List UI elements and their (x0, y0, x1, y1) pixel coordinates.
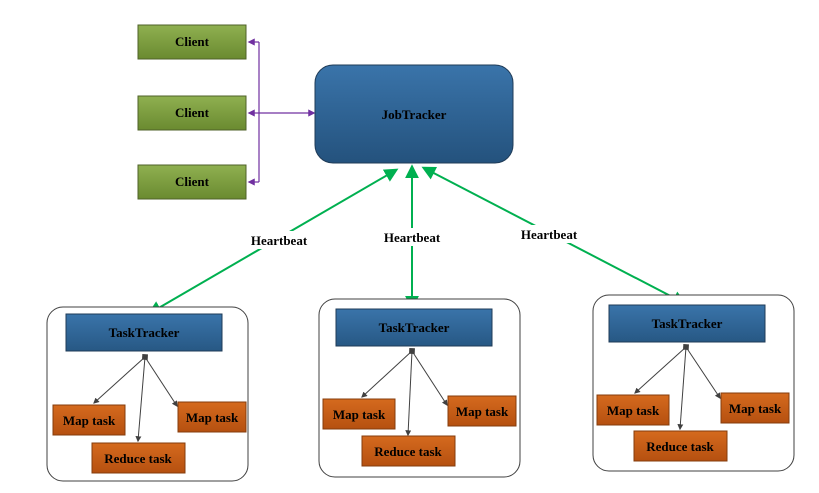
heartbeat-label-right: Heartbeat (521, 227, 578, 242)
jobtracker-box: JobTracker (314, 64, 514, 164)
tasktracker-label: TaskTracker (109, 325, 180, 340)
client-box-2: Client (137, 95, 247, 131)
map-task-box (177, 401, 247, 433)
reduce-task-box (91, 442, 186, 474)
reduce-task-box (361, 435, 456, 467)
map-task-box (447, 395, 517, 427)
reduce-task-box (633, 430, 728, 462)
jobtracker-label: JobTracker (382, 107, 447, 122)
map-task-box (322, 398, 396, 430)
map-task-label: Map task (63, 413, 116, 428)
map-task-label: Map task (186, 410, 239, 425)
map-task-label: Map task (456, 404, 509, 419)
tasktracker-label: TaskTracker (652, 316, 723, 331)
client-box-3: Client (137, 164, 247, 200)
client-box-1: Client (137, 24, 247, 60)
tasktracker-label: TaskTracker (379, 320, 450, 335)
map-task-label: Map task (729, 401, 782, 416)
map-task-box (596, 394, 670, 426)
client-label: Client (175, 34, 210, 49)
reduce-task-label: Reduce task (104, 451, 172, 466)
reduce-task-label: Reduce task (646, 439, 714, 454)
map-task-box (52, 404, 126, 436)
client-label: Client (175, 105, 210, 120)
client-label: Client (175, 174, 210, 189)
tasktracker-box (335, 308, 493, 347)
tasktracker-group-3: TaskTracker Map task Map task Reduce tas… (592, 294, 795, 472)
heartbeat-label-left: Heartbeat (251, 233, 308, 248)
map-task-label: Map task (607, 403, 660, 418)
map-task-box (720, 392, 790, 424)
reduce-task-label: Reduce task (374, 444, 442, 459)
map-task-label: Map task (333, 407, 386, 422)
tasktracker-group-1: TaskTracker Map task Map task Reduce tas… (46, 306, 249, 482)
tasktracker-group-2: TaskTracker Map task Map task Reduce tas… (318, 298, 521, 478)
client-connector (247, 38, 316, 186)
tasktracker-box (65, 313, 223, 352)
heartbeat-label-center: Heartbeat (384, 230, 441, 245)
tasktracker-box (608, 304, 766, 343)
